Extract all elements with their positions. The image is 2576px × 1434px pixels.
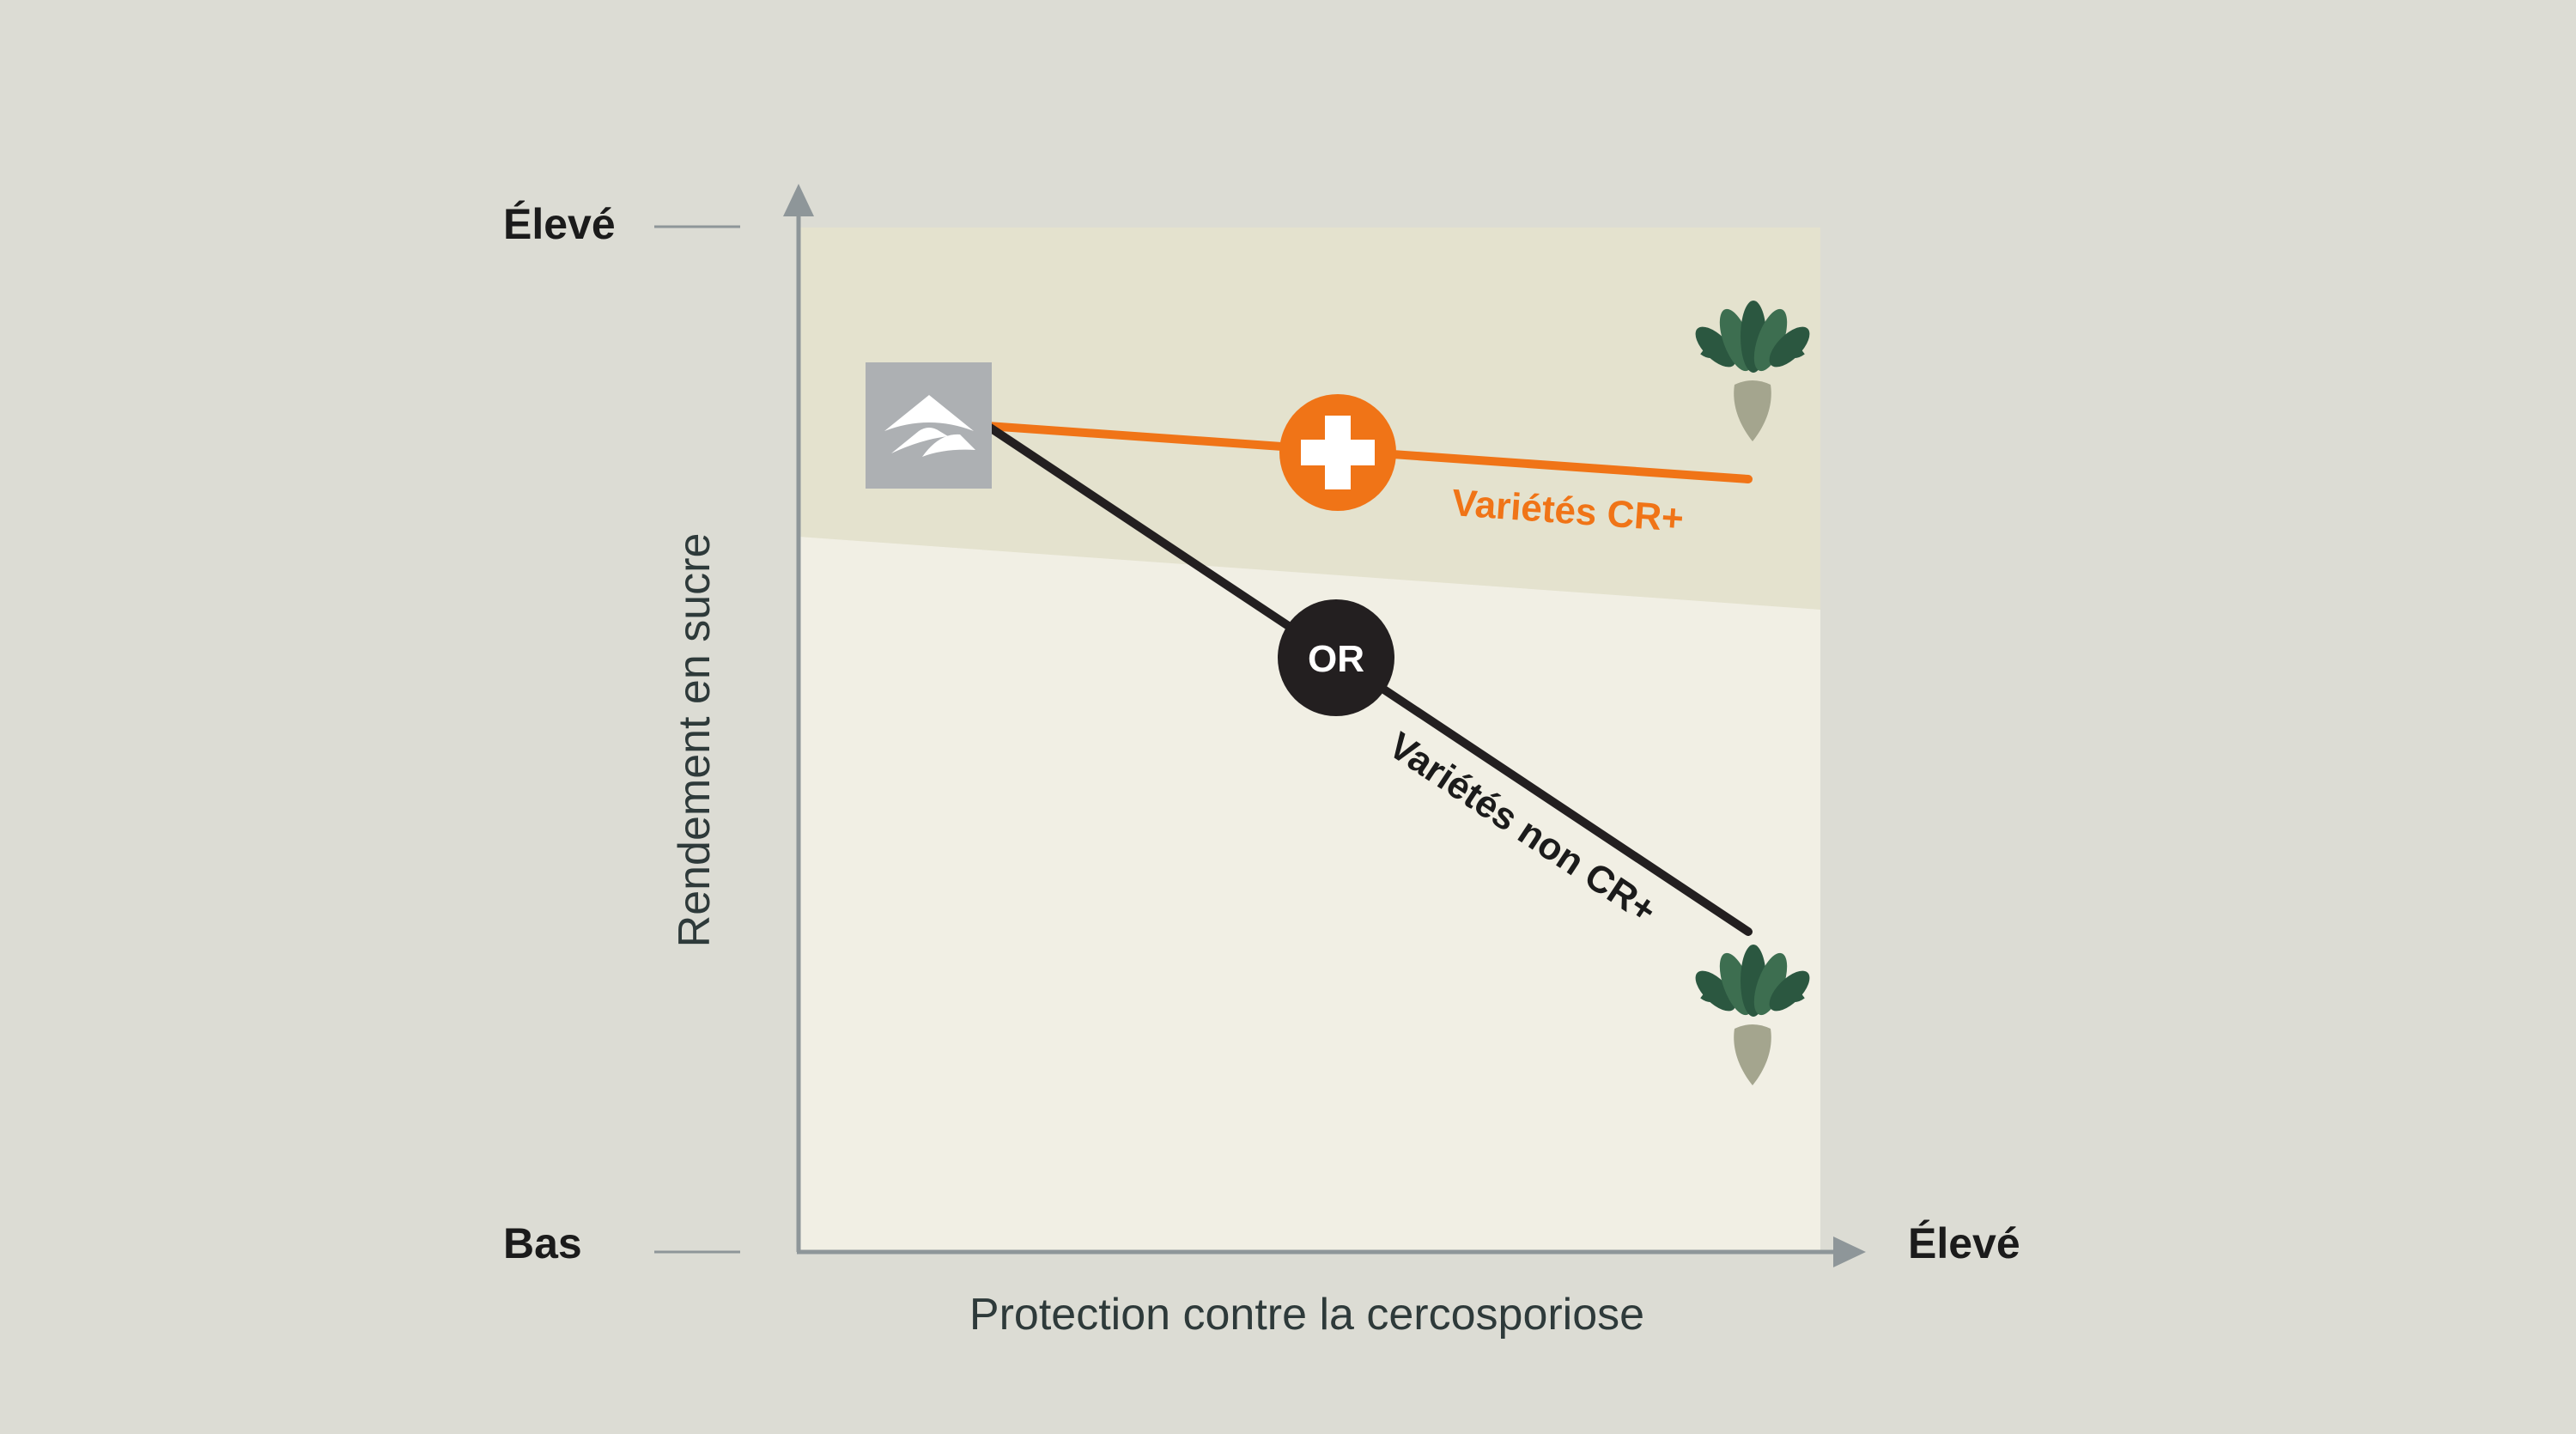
y-axis-title: Rendement en sucre: [670, 533, 720, 948]
cr-plus-marker: [1279, 394, 1396, 511]
beet-icon-low: [1695, 945, 1810, 1085]
x-axis-title: Protection contre la cercosporiose: [969, 1290, 1644, 1340]
axes: [654, 184, 1866, 1267]
plus-icon: [1301, 416, 1375, 489]
beet-icon-high: [1695, 301, 1810, 441]
or-marker-circle: [1278, 599, 1394, 716]
x-axis-arrow: [1833, 1237, 1866, 1267]
x-axis-high-label: Élevé: [1908, 1219, 2020, 1267]
y-axis-arrow: [783, 184, 814, 216]
mountain-logo-icon: [884, 395, 975, 457]
or-marker-text: OR: [1308, 638, 1364, 680]
start-box-background: [866, 362, 992, 489]
y-axis-low-label: Bas: [503, 1219, 582, 1267]
or-marker: OR: [1278, 599, 1394, 716]
y-axis-high-label: Élevé: [503, 200, 616, 248]
start-point-box: [866, 362, 992, 489]
